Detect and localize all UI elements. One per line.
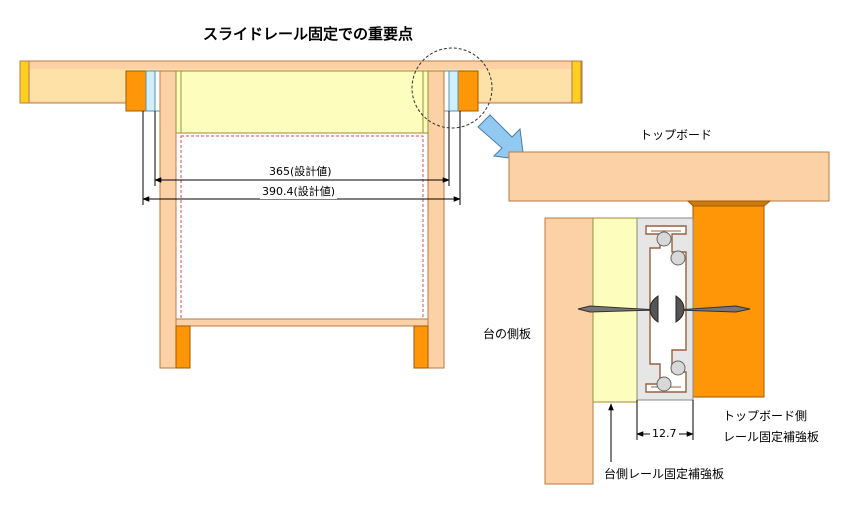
top-reinforcement-block-left [125, 70, 147, 112]
detail-stand-side-board [544, 217, 594, 485]
label-top-board-reinforcement-2: レール固定補強板 [723, 430, 820, 444]
detail-top-reinforcement-cap [686, 200, 772, 207]
rail-left-outer [145, 70, 156, 112]
stand-side-board-right [427, 70, 445, 369]
screw-icon [577, 295, 751, 323]
diagram-title: スライドレール固定での重要点 [203, 25, 414, 43]
stand-side-board-left [159, 70, 177, 369]
dim-label-outer: 390.4(設計値) [260, 183, 338, 199]
ball-bearing-icon [656, 231, 686, 392]
bottom-block-left [175, 325, 191, 369]
dim-label-gap: 12.7 [650, 427, 679, 440]
detail-top-board [508, 151, 830, 202]
label-top-board: トップボード [640, 128, 713, 142]
rail-right-inner [443, 70, 450, 112]
top-board-end-right [571, 60, 582, 104]
top-board-end-left [19, 60, 30, 104]
detail-top-reinforcement [692, 200, 765, 398]
dim-label-inner: 365(設計値) [267, 163, 334, 179]
overall-cross-section [19, 47, 583, 369]
detail-view [508, 151, 830, 485]
highlight-circle [411, 47, 493, 129]
bottom-shelf [175, 318, 429, 327]
drawer-top-panel [180, 70, 424, 134]
stand-reinforcement-left [175, 70, 182, 134]
bottom-block-right [413, 325, 429, 369]
label-stand-reinforcement: 台側レール固定補強板 [604, 467, 725, 481]
label-stand-side-board: 台の側板 [483, 327, 532, 341]
rail-right-outer [448, 70, 459, 112]
pointer-arrow-icon [477, 114, 525, 161]
label-top-board-reinforcement-1: トップボード側 [723, 409, 808, 423]
rail-left-inner [154, 70, 161, 112]
stand-reinforcement-right [422, 70, 429, 134]
top-reinforcement-block-right [457, 70, 479, 112]
